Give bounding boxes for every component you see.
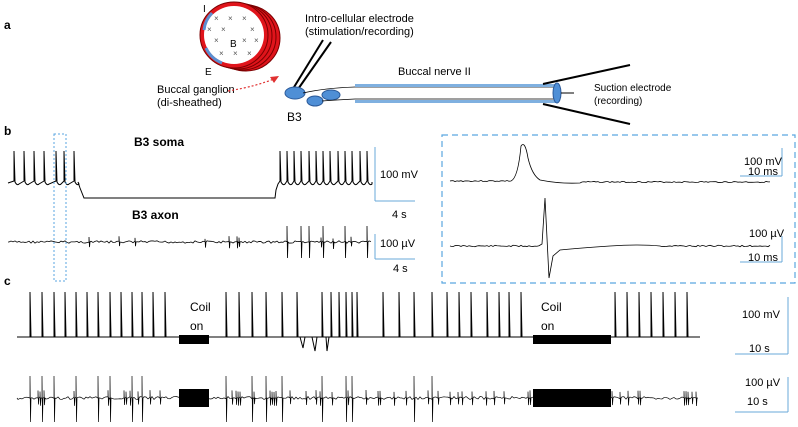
- suction-label-line2: (recording): [594, 96, 642, 107]
- buccal-nerve: [302, 82, 562, 104]
- arrow-head-icon: [270, 76, 279, 83]
- inset-scale-bars: [740, 148, 783, 263]
- svg-text:×: ×: [247, 49, 252, 58]
- label-I: I: [203, 4, 206, 15]
- inset-axon-scale-time: 10 ms: [748, 252, 778, 264]
- b3-axon-trace: [7, 225, 372, 259]
- c-scale-bars: [735, 297, 789, 413]
- electrode-line-2: [295, 41, 332, 93]
- b-scale-bars: [374, 147, 415, 260]
- inset-soma-trace: [449, 144, 771, 184]
- axon-scale-time: 4 s: [393, 263, 408, 275]
- svg-text:×: ×: [233, 49, 238, 58]
- panel-label-a: a: [4, 18, 11, 32]
- b3-soma-title: B3 soma: [134, 135, 184, 149]
- coil-label-1-line1: Coil: [190, 300, 211, 314]
- coil-artifact-1: [179, 335, 209, 344]
- selection-box: [53, 133, 67, 282]
- svg-text:×: ×: [228, 14, 233, 23]
- c-soma-trace: [17, 291, 700, 352]
- coil-label-1-line2: on: [190, 319, 203, 333]
- ganglion-cells: ××× ××× ××× ×××: [207, 14, 259, 58]
- coil-artifact-axon-1: [179, 389, 209, 407]
- electrode-label-line1: Intro-cellular electrode: [305, 13, 414, 25]
- neuron-3: [321, 89, 341, 101]
- suction-electrode-bottom: [542, 103, 631, 125]
- dashed-arrow-line: [227, 77, 277, 92]
- electrode-line-1: [290, 39, 324, 93]
- panel-label-c: c: [4, 274, 11, 288]
- inset-axon-trace: [449, 197, 771, 279]
- label-E: E: [205, 67, 212, 78]
- ganglion-rings: [199, 1, 281, 72]
- nerve-label: Buccal nerve II: [398, 66, 471, 78]
- c-top-scale-time: 10 s: [749, 343, 770, 355]
- suction-electrode-top: [542, 64, 631, 85]
- label-B: B: [230, 39, 237, 50]
- electrode-label-line2: (stimulation/recording): [305, 26, 414, 38]
- svg-text:×: ×: [207, 25, 212, 34]
- inset-soma-scale-time: 10 ms: [748, 166, 778, 178]
- coil-artifact-2: [533, 335, 611, 344]
- svg-text:×: ×: [254, 36, 259, 45]
- svg-text:×: ×: [214, 14, 219, 23]
- ganglion-label-line2: (di-sheathed): [157, 97, 222, 109]
- coil-label-2-line2: on: [541, 319, 554, 333]
- zoom-inset-frame: [441, 134, 796, 284]
- c-bot-scale-voltage: 100 µV: [745, 377, 781, 389]
- b3-axon-title: B3 axon: [132, 208, 179, 222]
- ganglion-label-line1: Buccal ganglion: [157, 84, 235, 96]
- neuron-2: [306, 95, 324, 107]
- svg-text:×: ×: [221, 25, 226, 34]
- suction-label-line1: Suction electrode: [594, 83, 672, 94]
- svg-text:×: ×: [250, 25, 255, 34]
- c-bot-scale-time: 10 s: [747, 396, 768, 408]
- neuron-b3: [284, 86, 306, 100]
- coil-artifact-axon-2: [533, 389, 611, 407]
- svg-text:×: ×: [214, 36, 219, 45]
- panel-label-b: b: [4, 124, 11, 138]
- svg-text:×: ×: [219, 49, 224, 58]
- coil-label-2-line1: Coil: [541, 300, 562, 314]
- soma-scale-time: 4 s: [392, 209, 407, 221]
- soma-scale-voltage: 100 mV: [380, 169, 419, 181]
- inset-axon-scale-voltage: 100 µV: [749, 228, 785, 240]
- neuron-label: B3: [287, 110, 302, 124]
- inset-soma-scale-voltage: 100 mV: [744, 156, 783, 168]
- svg-text:×: ×: [242, 14, 247, 23]
- svg-text:×: ×: [242, 36, 247, 45]
- axon-scale-voltage: 100 µV: [380, 238, 416, 250]
- c-top-scale-voltage: 100 mV: [742, 309, 781, 321]
- b3-soma-trace: [7, 150, 373, 199]
